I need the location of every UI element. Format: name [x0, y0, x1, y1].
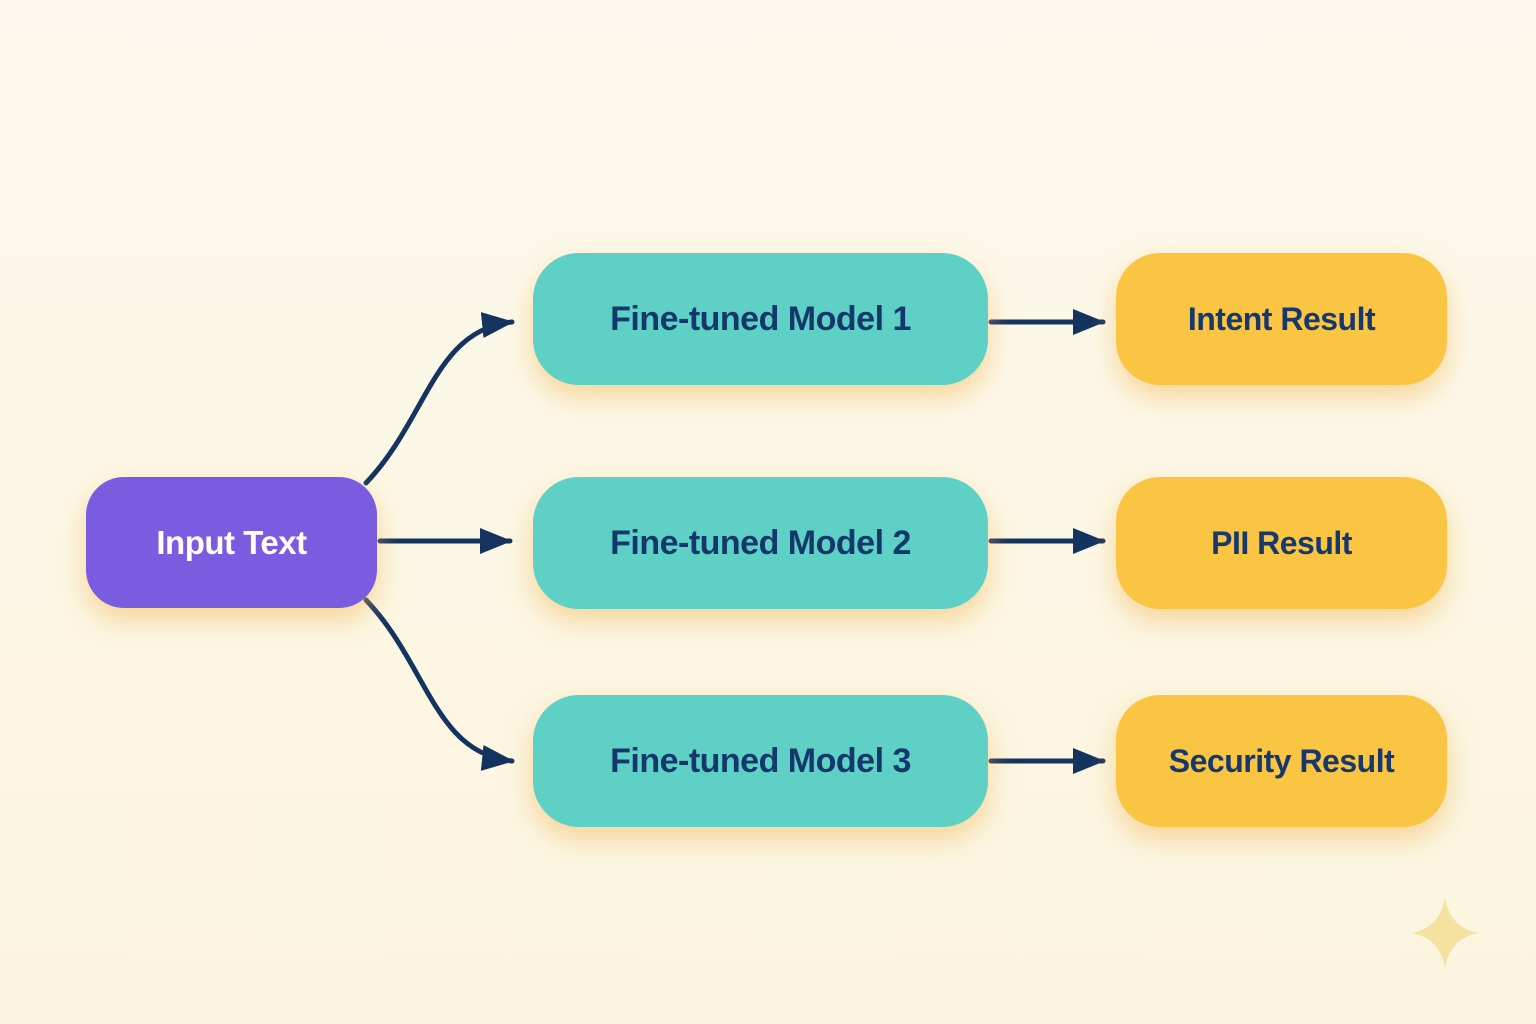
node-fine-tuned-model-2: Fine-tuned Model 2 [533, 477, 988, 609]
node-fine-tuned-model-1: Fine-tuned Model 1 [533, 253, 988, 385]
node-fine-tuned-model-3: Fine-tuned Model 3 [533, 695, 988, 827]
node-security-result: Security Result [1116, 695, 1447, 827]
node-security-result-label: Security Result [1168, 742, 1395, 779]
node-intent-result-label: Intent Result [1187, 300, 1376, 337]
node-input-text-label: Input Text [156, 523, 307, 561]
node-intent-result: Intent Result [1116, 253, 1447, 385]
arrow-input-to-model1 [363, 312, 515, 486]
node-input-text: Input Text [86, 477, 377, 608]
node-pii-result: PII Result [1116, 477, 1447, 609]
node-model-2-label: Fine-tuned Model 2 [610, 523, 911, 562]
arrow-input-to-model3 [363, 597, 515, 771]
sparkle-icon [1412, 897, 1478, 969]
node-pii-result-label: PII Result [1211, 524, 1352, 561]
node-model-1-label: Fine-tuned Model 1 [610, 299, 911, 338]
node-model-3-label: Fine-tuned Model 3 [610, 741, 911, 780]
